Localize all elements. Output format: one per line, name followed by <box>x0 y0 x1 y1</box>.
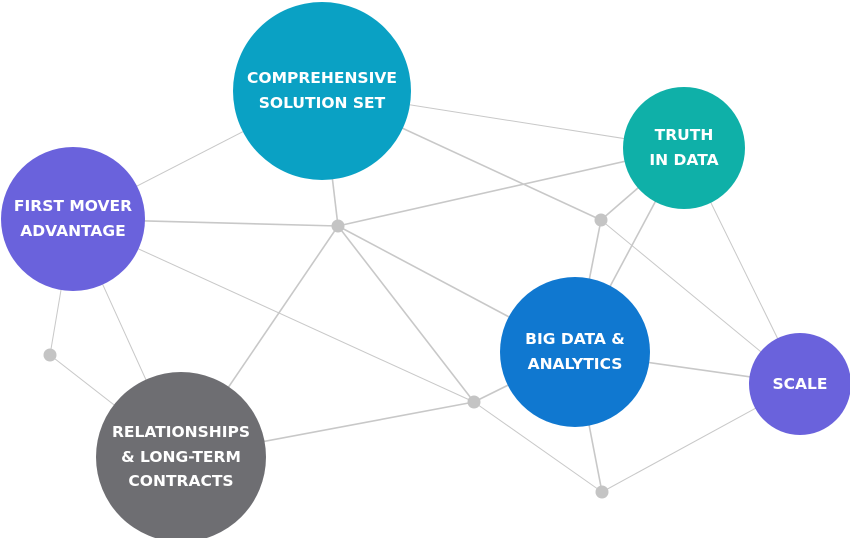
node-scale-label: SCALE <box>772 374 828 393</box>
node-relationships-contracts: RELATIONSHIPS & LONG-TERM CONTRACTS <box>96 372 266 538</box>
junction-dot <box>331 219 345 233</box>
node-big-data-analytics: BIG DATA & ANALYTICS <box>500 277 650 427</box>
edge-j4-j5 <box>473 401 603 493</box>
node-truth-in-data: TRUTH IN DATA <box>623 87 745 209</box>
node-truth-label: TRUTH IN DATA <box>649 126 719 169</box>
node-relationships-label: RELATIONSHIPS & LONG-TERM CONTRACTS <box>111 422 251 491</box>
node-scale: SCALE <box>749 333 850 435</box>
junction-dot <box>595 485 609 499</box>
junction-dot <box>467 395 481 409</box>
node-first-mover-label: FIRST MOVER ADVANTAGE <box>13 197 133 240</box>
node-comprehensive-label: COMPREHENSIVE SOLUTION SET <box>247 69 397 112</box>
node-big-data-label: BIG DATA & ANALYTICS <box>525 330 625 373</box>
junction-dot <box>43 348 57 362</box>
edge-j1-j4 <box>337 225 475 403</box>
node-first-mover-advantage: FIRST MOVER ADVANTAGE <box>1 147 145 291</box>
edge-fm-j4 <box>72 218 475 403</box>
junction-dot <box>594 213 608 227</box>
node-comprehensive-solution-set: COMPREHENSIVE SOLUTION SET <box>233 2 411 180</box>
